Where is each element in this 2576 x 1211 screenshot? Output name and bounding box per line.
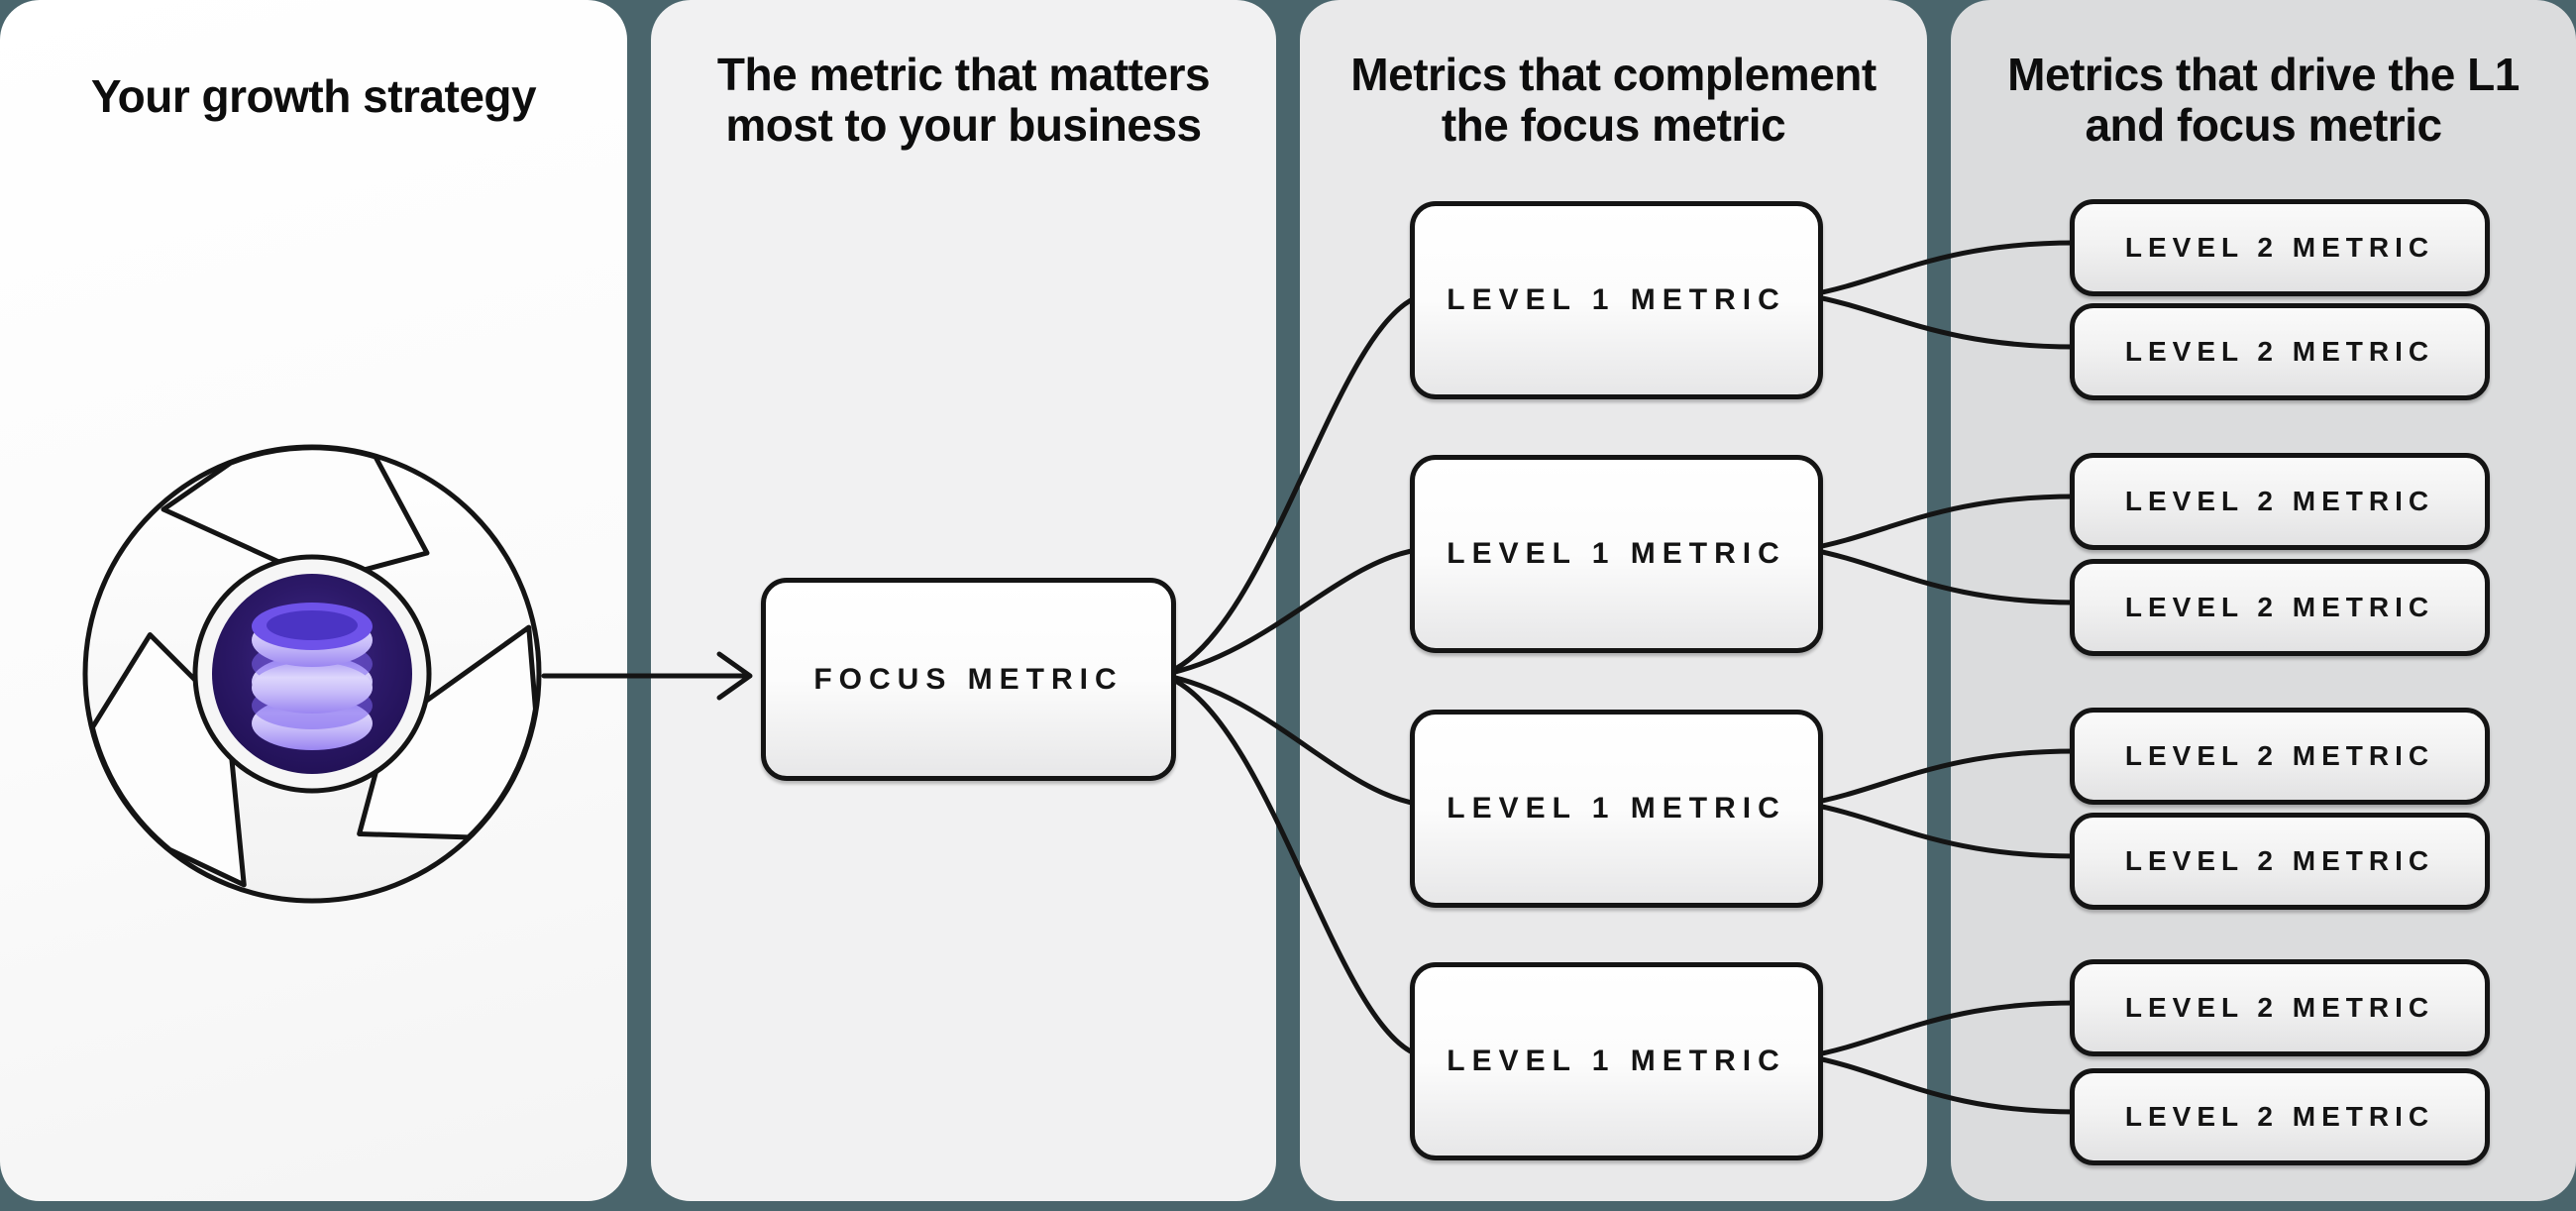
focus-metric-label: FOCUS METRIC [813,662,1124,696]
level2-metric-box-7: LEVEL 2 METRIC [2070,959,2490,1056]
level2-metric-label: LEVEL 2 METRIC [2124,845,2435,876]
panel-heading-level1-metrics: Metrics that complement the focus metric [1350,49,1877,151]
level1-metric-box-3: LEVEL 1 METRIC [1410,710,1823,908]
level2-metric-box-1: LEVEL 2 METRIC [2070,199,2490,296]
level1-metric-label: LEVEL 1 METRIC [1447,1045,1786,1077]
level2-metric-box-5: LEVEL 2 METRIC [2070,708,2490,805]
level1-metric-box-2: LEVEL 1 METRIC [1410,455,1823,653]
panel-heading-level2-metrics: Metrics that drive the L1 and focus metr… [2007,49,2520,151]
panel-heading-focus-metric: The metric that matters most to your bus… [716,49,1211,151]
level1-metric-box-4: LEVEL 1 METRIC [1410,962,1823,1160]
level2-metric-box-4: LEVEL 2 METRIC [2070,559,2490,656]
level2-metric-label: LEVEL 2 METRIC [2124,592,2435,622]
level2-metric-label: LEVEL 2 METRIC [2124,486,2435,516]
level2-metric-label: LEVEL 2 METRIC [2124,1101,2435,1132]
level1-metric-label: LEVEL 1 METRIC [1447,792,1786,825]
database-icon [252,603,373,750]
level2-metric-box-3: LEVEL 2 METRIC [2070,453,2490,550]
level1-metric-label: LEVEL 1 METRIC [1447,537,1786,570]
level2-metric-label: LEVEL 2 METRIC [2124,992,2435,1023]
level1-metric-box-1: LEVEL 1 METRIC [1410,201,1823,399]
growth-flywheel-icon [82,444,542,904]
level2-metric-label: LEVEL 2 METRIC [2124,740,2435,771]
level2-metric-box-6: LEVEL 2 METRIC [2070,813,2490,910]
level1-metric-label: LEVEL 1 METRIC [1447,283,1786,316]
level2-metric-box-2: LEVEL 2 METRIC [2070,303,2490,400]
focus-metric-box: FOCUS METRIC [761,578,1176,781]
level2-metric-label: LEVEL 2 METRIC [2124,336,2435,367]
panel-heading-growth-strategy: Your growth strategy [90,70,537,122]
level2-metric-box-8: LEVEL 2 METRIC [2070,1068,2490,1165]
level2-metric-label: LEVEL 2 METRIC [2124,232,2435,263]
